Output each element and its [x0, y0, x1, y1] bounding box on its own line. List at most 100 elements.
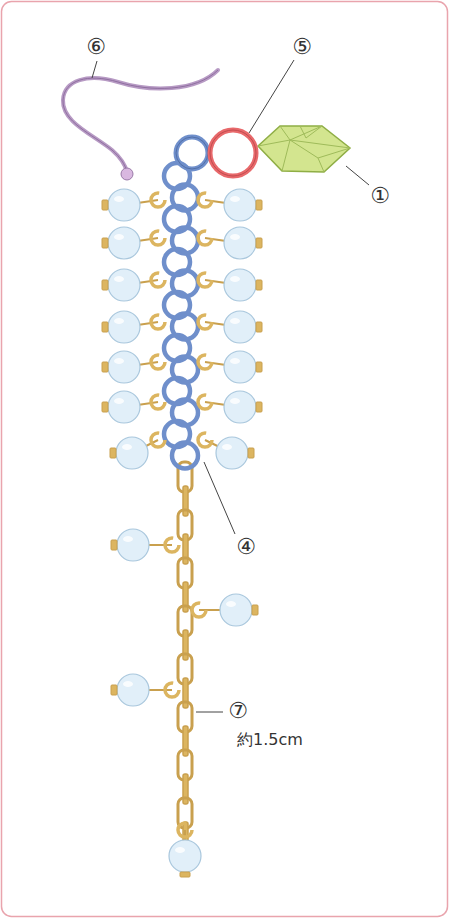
eye-pin-loop: [165, 538, 179, 552]
leader-line: [249, 60, 294, 133]
callout-number: ⑥: [86, 36, 106, 58]
pin-head: [248, 448, 254, 458]
leader-line: [204, 462, 235, 534]
leader-line: [92, 61, 97, 78]
pearl: [108, 269, 140, 301]
pearl: [117, 674, 149, 706]
jump-ring: [176, 137, 208, 169]
stone-body: [258, 126, 350, 172]
ring: [210, 130, 256, 176]
eye-pin-loop: [198, 231, 212, 245]
pearl-shine: [230, 234, 240, 240]
eye-pin-loop: [198, 433, 212, 447]
pearl-shine: [226, 601, 236, 607]
pearl-shine: [114, 358, 124, 364]
pearl-shine: [114, 276, 124, 282]
callout-number: ①: [370, 185, 390, 207]
ear-hook: [63, 70, 218, 172]
ear-hook-edge: [63, 70, 218, 172]
pearl-shine: [114, 234, 124, 240]
eye-pin-loop: [198, 315, 212, 329]
callout-number: ⑤: [292, 36, 312, 58]
pearl-shine: [230, 318, 240, 324]
leader-line: [346, 166, 369, 185]
eye-pin-loop: [151, 273, 165, 287]
pearl: [224, 189, 256, 221]
pin-head: [256, 200, 262, 210]
pin-head: [111, 540, 117, 550]
eye-pin-loop: [198, 193, 212, 207]
pearl-shine: [230, 276, 240, 282]
pearl-shine: [230, 358, 240, 364]
eye-pin-loop: [178, 823, 192, 837]
pearl: [108, 311, 140, 343]
eye-pin-loop: [151, 355, 165, 369]
pearl-shine: [114, 398, 124, 404]
pin-head: [102, 362, 108, 372]
pin-head: [110, 448, 116, 458]
pin-head: [256, 322, 262, 332]
pearl: [224, 351, 256, 383]
pearl: [108, 391, 140, 423]
dimension: 約1.5cm: [237, 732, 303, 748]
ring-edge: [210, 130, 256, 176]
callout-number: ④: [236, 536, 256, 558]
pin-head: [102, 402, 108, 412]
callout-number: ⑦: [228, 700, 248, 722]
pearl: [224, 311, 256, 343]
pearl-shine: [230, 196, 240, 202]
pin-head: [256, 280, 262, 290]
pin-head: [102, 280, 108, 290]
pearl-shine: [114, 318, 124, 324]
eye-pin-loop: [198, 355, 212, 369]
pin-head: [256, 238, 262, 248]
pearl-shine: [222, 444, 232, 450]
eye-pin-loop: [151, 395, 165, 409]
pearl-shine: [123, 681, 133, 687]
eye-pin-loop: [198, 273, 212, 287]
pearl: [224, 391, 256, 423]
eye-pin-loop: [192, 603, 206, 617]
eye-pin-loop: [151, 315, 165, 329]
pearls: [102, 189, 262, 877]
pearl: [108, 189, 140, 221]
jump-ring-edge: [176, 137, 208, 169]
pearl: [117, 529, 149, 561]
pearl-shine: [175, 847, 185, 853]
pin-head: [111, 685, 117, 695]
pearl: [224, 227, 256, 259]
pearl: [108, 227, 140, 259]
jump-rings: [164, 163, 198, 469]
pin-head: [256, 402, 262, 412]
pearl: [169, 840, 201, 872]
leader-lines: [92, 60, 369, 712]
eye-pin-loop: [151, 433, 165, 447]
pearl: [108, 351, 140, 383]
pearl-shine: [230, 398, 240, 404]
jump-ring: [172, 443, 198, 469]
pearl: [224, 269, 256, 301]
leader-line: [196, 712, 223, 713]
hook-ball: [121, 168, 133, 180]
eye-pin-loop: [151, 231, 165, 245]
pearl: [220, 594, 252, 626]
pearl-shine: [123, 536, 133, 542]
pin-head: [180, 872, 190, 877]
pearl: [116, 437, 148, 469]
eye-pin-loop: [165, 683, 179, 697]
pearl-shine: [122, 444, 132, 450]
pin-head: [256, 362, 262, 372]
stone-facets: [258, 126, 350, 172]
eye-pin-loop: [198, 395, 212, 409]
chain: [178, 462, 192, 852]
pin-head: [102, 238, 108, 248]
pearl-shine: [114, 196, 124, 202]
pin-head: [102, 322, 108, 332]
pearl: [216, 437, 248, 469]
eye-pin-loop: [151, 193, 165, 207]
pin-head: [102, 200, 108, 210]
pin-head: [252, 605, 258, 615]
stone: [258, 126, 350, 172]
